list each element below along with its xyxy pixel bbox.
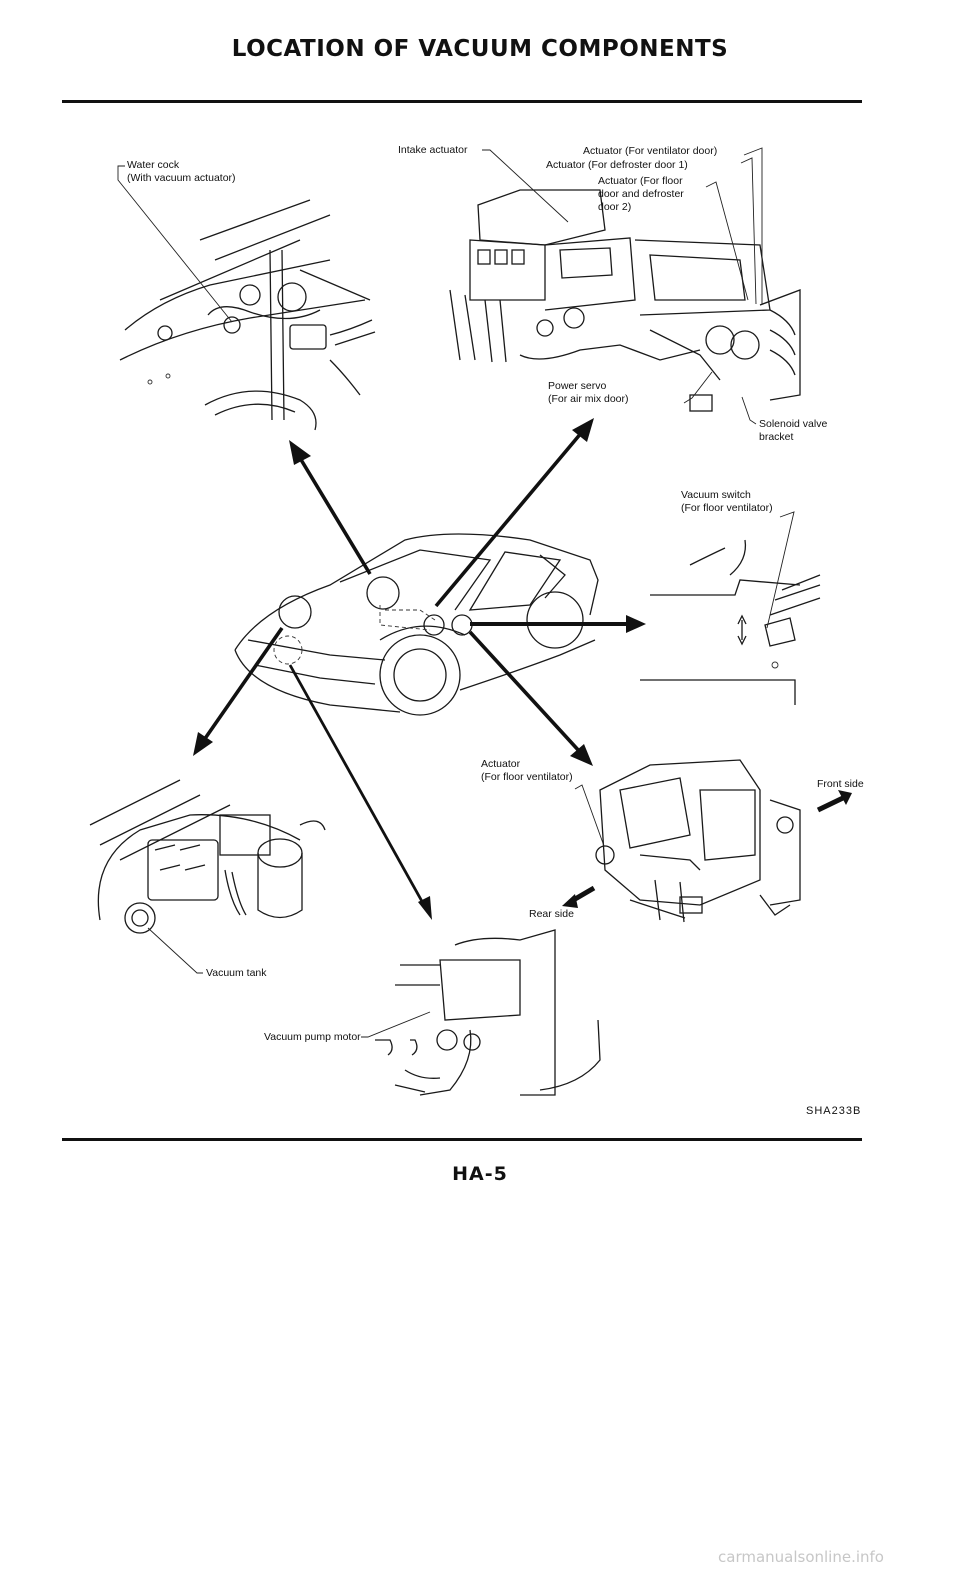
label-vacuum-switch: Vacuum switch (For floor ventilator) xyxy=(681,489,773,514)
label-front-side: Front side xyxy=(817,778,864,790)
bottom-rule xyxy=(62,1138,862,1141)
car-illustration xyxy=(234,533,599,716)
heater-unit-illustration xyxy=(449,189,801,412)
page-number: HA-5 xyxy=(452,1163,508,1185)
label-actuator-floor-ventilator: Actuator (For floor ventilator) xyxy=(481,758,573,783)
label-power-servo: Power servo (For air mix door) xyxy=(548,380,629,405)
label-water-cock: Water cock (With vacuum actuator) xyxy=(127,159,236,184)
top-rule xyxy=(62,100,862,103)
label-rear-side: Rear side xyxy=(529,908,574,920)
label-intake-actuator: Intake actuator xyxy=(398,144,468,156)
pointer-arrows xyxy=(193,418,852,920)
leader-lines xyxy=(117,147,795,1038)
label-vacuum-tank: Vacuum tank xyxy=(206,967,267,979)
label-actuator-ventilator-door: Actuator (For ventilator door) xyxy=(583,145,718,157)
label-actuator-floor-door: Actuator (For floor door and defroster d… xyxy=(598,175,684,213)
floor-ventilator-illustration xyxy=(595,759,801,923)
vacuum-tank-illustration xyxy=(89,779,326,934)
label-vacuum-pump-motor: Vacuum pump motor xyxy=(264,1031,361,1043)
water-cock-illustration xyxy=(119,199,376,431)
vacuum-switch-illustration xyxy=(640,539,821,705)
page-title: LOCATION OF VACUUM COMPONENTS xyxy=(231,36,729,62)
vacuum-pump-illustration xyxy=(375,929,601,1096)
label-actuator-defroster-door-1: Actuator (For defroster door 1) xyxy=(546,159,688,171)
label-solenoid-valve-bracket: Solenoid valve bracket xyxy=(759,418,828,443)
figure-code: SHA233B xyxy=(806,1105,862,1117)
footer-watermark: carmanualsonline.info xyxy=(718,1548,884,1566)
